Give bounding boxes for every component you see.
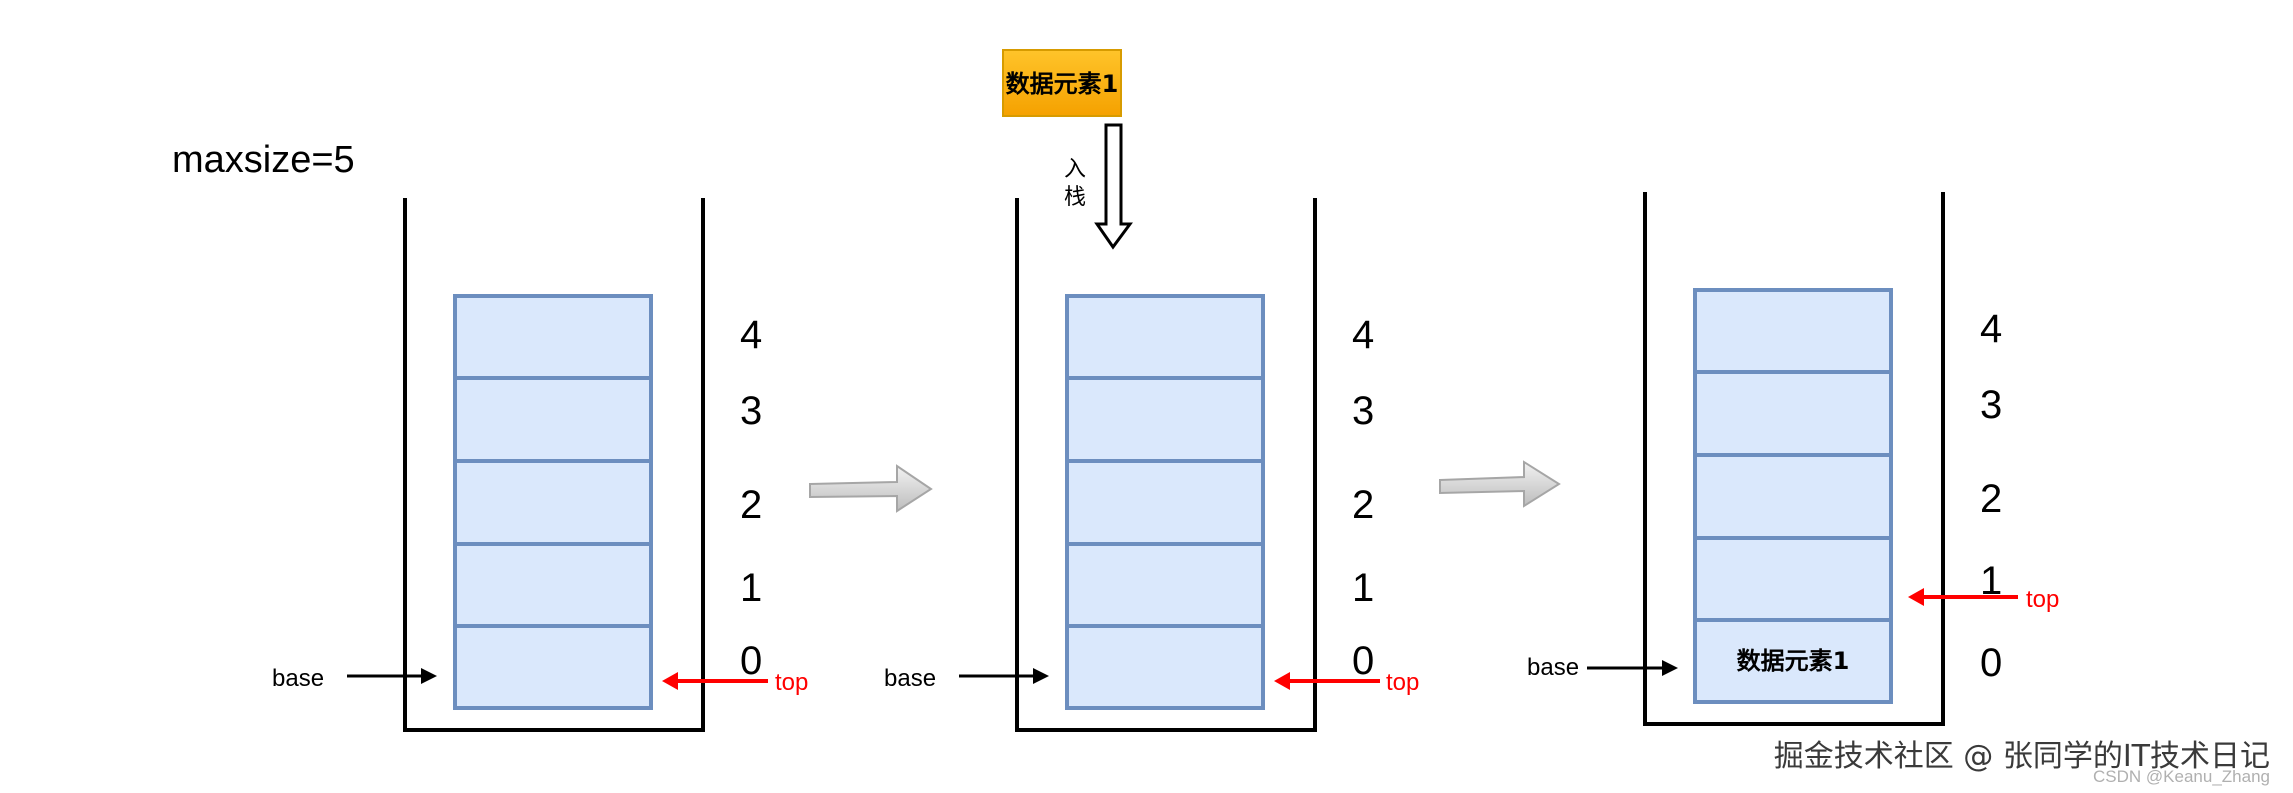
index-label: 2 bbox=[1352, 483, 1374, 527]
index-label: 4 bbox=[740, 313, 762, 357]
stack-cell bbox=[453, 376, 653, 463]
index-label: 2 bbox=[1980, 477, 2002, 521]
base-label: base bbox=[1527, 654, 1579, 681]
stack-container bbox=[1015, 198, 1317, 732]
base-label: base bbox=[272, 665, 324, 692]
stack-2: 4 3 2 1 0 base top 数据元素1 入 栈 bbox=[884, 49, 1419, 732]
index-label: 4 bbox=[1980, 307, 2002, 351]
index-label: 3 bbox=[1980, 383, 2002, 427]
index-label: 1 bbox=[740, 566, 762, 610]
index-label: 2 bbox=[740, 483, 762, 527]
stack-1: 4 3 2 1 0 base top bbox=[272, 198, 808, 732]
push-label-char: 入 bbox=[1064, 157, 1086, 182]
base-label: base bbox=[884, 665, 936, 692]
index-label: 3 bbox=[740, 389, 762, 433]
watermark-sub: CSDN @Keanu_Zhang bbox=[2093, 767, 2270, 786]
stack-cell bbox=[453, 459, 653, 546]
top-label: top bbox=[2026, 586, 2059, 613]
stack-cell bbox=[453, 542, 653, 628]
stack-cell bbox=[1065, 376, 1265, 463]
transition-arrow bbox=[809, 464, 933, 513]
watermark-main: 掘金技术社区 @ 张同学的IT技术日记 bbox=[1774, 739, 2270, 774]
index-label: 3 bbox=[1352, 389, 1374, 433]
top-arrow-head bbox=[1908, 588, 1924, 606]
base-arrow-head bbox=[1662, 660, 1678, 676]
maxsize-label: maxsize=5 bbox=[172, 139, 355, 181]
stack-container bbox=[403, 198, 705, 732]
stack-cell bbox=[1693, 536, 1893, 622]
stack-cell bbox=[1065, 542, 1265, 628]
push-arrow bbox=[1094, 123, 1133, 250]
transition-arrow bbox=[1439, 460, 1561, 508]
base-arrow-head bbox=[1033, 668, 1049, 684]
index-label: 0 bbox=[740, 639, 762, 683]
stack-cell bbox=[1065, 294, 1265, 380]
stack-3: 数据元素1 4 3 2 1 0 base top bbox=[1527, 192, 2059, 726]
stack-container bbox=[1643, 192, 1945, 726]
stack-cell bbox=[453, 624, 653, 710]
index-label: 1 bbox=[1352, 566, 1374, 610]
incoming-element-label: 数据元素1 bbox=[1006, 70, 1119, 98]
stack-cell bbox=[1693, 288, 1893, 374]
stack-cell bbox=[1065, 624, 1265, 710]
push-label-char: 栈 bbox=[1064, 185, 1086, 210]
top-label: top bbox=[775, 669, 808, 696]
stack-cell bbox=[1693, 453, 1893, 540]
stack-cell-filled bbox=[1693, 618, 1893, 704]
top-label: top bbox=[1386, 669, 1419, 696]
index-label: 0 bbox=[1352, 639, 1374, 683]
top-arrow-head bbox=[1274, 672, 1290, 690]
index-label: 1 bbox=[1980, 559, 2002, 603]
stack-cell bbox=[1065, 459, 1265, 546]
stack-cell bbox=[453, 294, 653, 380]
top-arrow-head bbox=[662, 672, 678, 690]
index-label: 0 bbox=[1980, 641, 2002, 685]
base-arrow-head bbox=[421, 668, 437, 684]
index-label: 4 bbox=[1352, 313, 1374, 357]
stack-cell bbox=[1693, 370, 1893, 457]
stack-element-label: 数据元素1 bbox=[1737, 647, 1850, 675]
incoming-element-box bbox=[1002, 49, 1122, 117]
